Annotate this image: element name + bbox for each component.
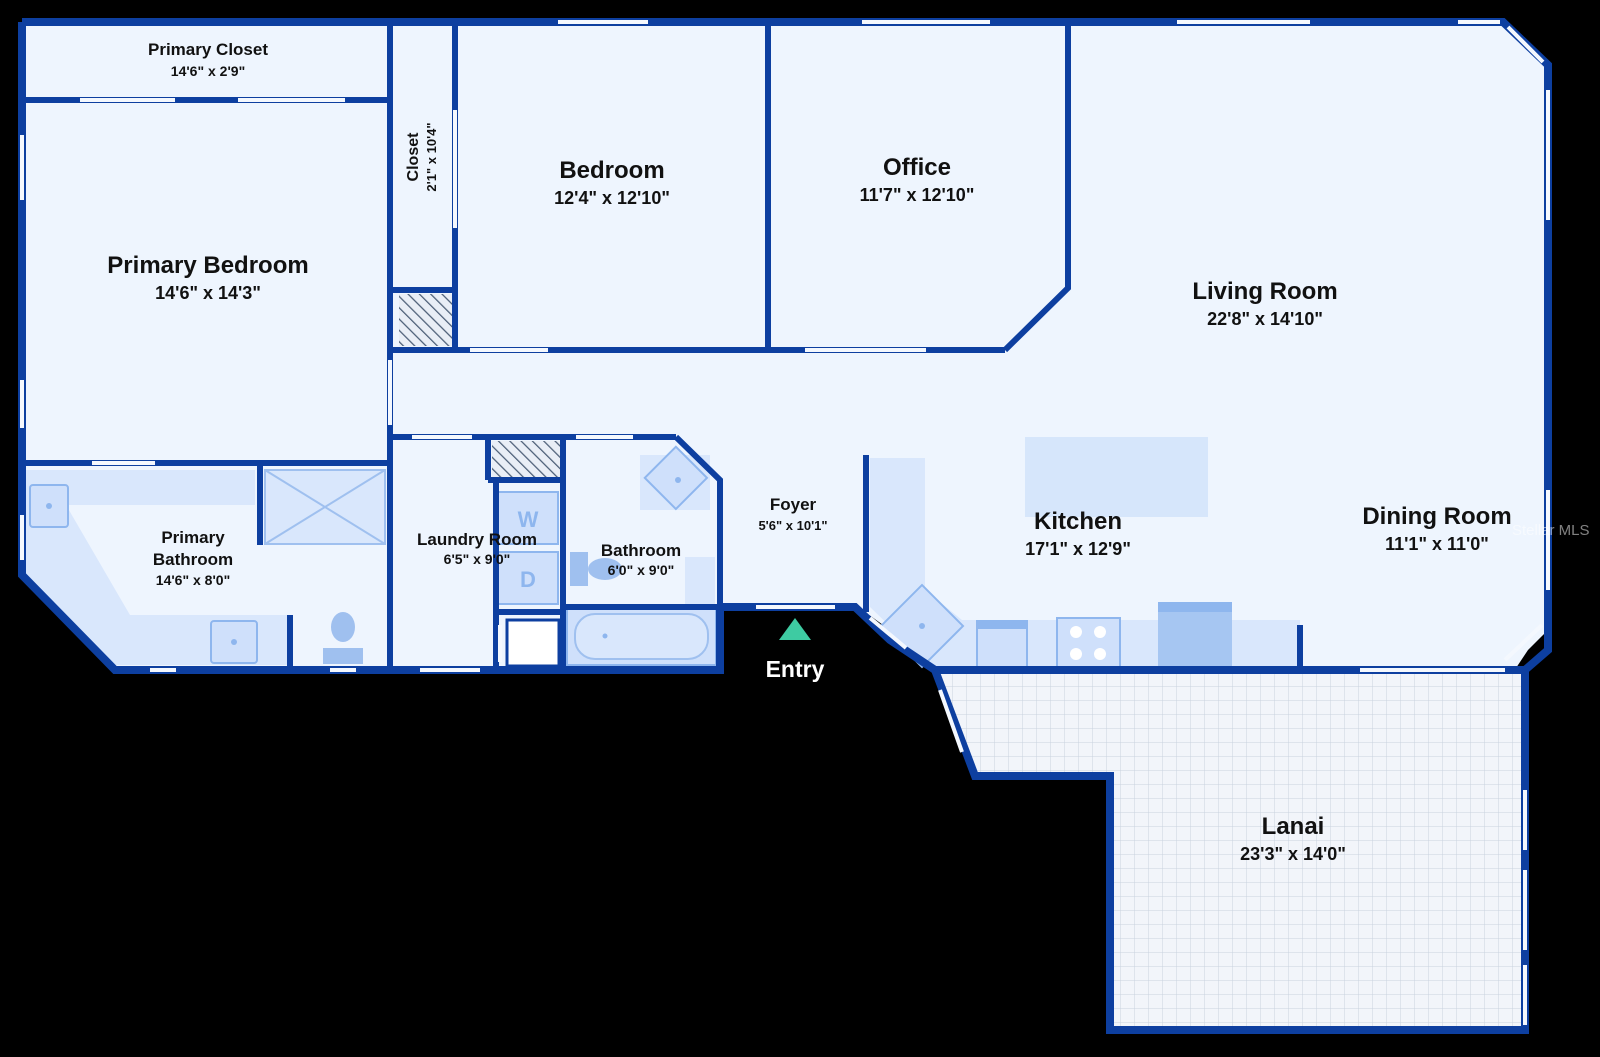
room-dimensions: 2'1" x 10'4" (424, 122, 439, 191)
room-dimensions: 14'6" x 8'0" (156, 572, 230, 588)
room-office[interactable]: Office 11'7" x 12'10" (860, 154, 975, 205)
sink-icon (640, 445, 710, 511)
room-name: Lanai (1262, 813, 1325, 840)
room-living-room[interactable]: Living Room 22'8" x 14'10" (1192, 278, 1337, 329)
room-name-line1: Primary (161, 528, 225, 547)
laundry-fixtures: W D (497, 491, 561, 668)
primary-bathroom-fixtures (26, 469, 386, 665)
room-name: Living Room (1192, 278, 1337, 305)
bathtub-icon (566, 606, 717, 666)
room-primary-closet[interactable]: Primary Closet 14'6" x 2'9" (148, 40, 268, 79)
room-dimensions: 22'8" x 14'10" (1207, 309, 1323, 329)
room-name: Primary Closet (148, 40, 268, 59)
room-dimensions: 14'6" x 14'3" (155, 283, 261, 303)
entry-marker-icon[interactable] (779, 618, 811, 640)
room-primary-bathroom[interactable]: Primary Bathroom 14'6" x 8'0" (153, 528, 233, 588)
room-foyer[interactable]: Foyer 5'6" x 10'1" (758, 495, 827, 533)
room-dining-room[interactable]: Dining Room 11'1" x 11'0" (1362, 503, 1511, 554)
room-name: Office (883, 154, 951, 181)
room-name: Bathroom (601, 541, 681, 560)
room-kitchen[interactable]: Kitchen 17'1" x 12'9" (1025, 508, 1131, 559)
entry-label: Entry (766, 656, 825, 682)
room-dimensions: 11'1" x 11'0" (1385, 534, 1489, 554)
room-lanai[interactable]: Lanai 23'3" x 14'0" (1240, 813, 1346, 864)
stove-icon (1056, 617, 1121, 669)
room-dimensions: 6'5" x 9'0" (444, 551, 511, 567)
lanai-floor (935, 670, 1525, 1030)
watermark: Stellar MLS (1512, 522, 1590, 539)
room-bathroom[interactable]: Bathroom 6'0" x 9'0" (601, 541, 681, 578)
washer-icon (497, 491, 559, 545)
utility-box (505, 618, 561, 668)
toilet-icon (323, 612, 363, 664)
windows (20, 20, 1550, 1025)
room-dimensions: 11'7" x 12'10" (860, 185, 975, 205)
room-primary-bedroom[interactable]: Primary Bedroom 14'6" x 14'3" (107, 252, 308, 303)
room-name: Foyer (770, 495, 817, 514)
room-dimensions: 6'0" x 9'0" (608, 562, 675, 578)
room-dimensions: 12'4" x 12'10" (554, 188, 670, 208)
toilet-icon (570, 552, 622, 586)
room-dimensions: 14'6" x 2'9" (171, 63, 245, 79)
bathroom-fixtures (566, 445, 717, 666)
room-name: Kitchen (1034, 508, 1122, 535)
room-dimensions: 23'3" x 14'0" (1240, 844, 1346, 864)
room-name: Bedroom (559, 157, 664, 184)
room-bedroom[interactable]: Bedroom 12'4" x 12'10" (554, 157, 670, 208)
dryer-label: D (520, 567, 536, 592)
room-name: Closet (405, 132, 422, 182)
room-name-line2: Bathroom (153, 550, 233, 569)
utility-chase (399, 294, 452, 346)
washer-label: W (518, 507, 539, 532)
kitchen-island (1025, 437, 1208, 517)
room-laundry-room[interactable]: Laundry Room 6'5" x 9'0" (417, 530, 537, 567)
room-closet[interactable]: Closet 2'1" x 10'4" (405, 122, 439, 191)
floor-area (22, 22, 1548, 670)
refrigerator-icon (1158, 602, 1232, 668)
room-name: Dining Room (1362, 503, 1511, 530)
room-dimensions: 5'6" x 10'1" (758, 518, 827, 533)
room-name: Laundry Room (417, 530, 537, 549)
room-dimensions: 17'1" x 12'9" (1025, 539, 1131, 559)
room-name: Primary Bedroom (107, 252, 308, 279)
utility-chase (492, 441, 560, 477)
door-openings (80, 98, 1505, 672)
interior-walls (22, 22, 1303, 670)
